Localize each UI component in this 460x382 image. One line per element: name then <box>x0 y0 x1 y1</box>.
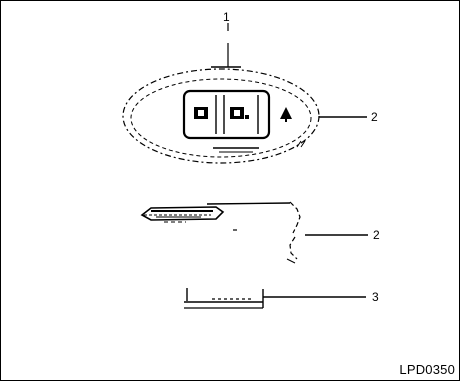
figure-code: LPD0350 <box>399 362 455 377</box>
mechanical-key <box>140 201 301 264</box>
unlock-button-icon <box>230 107 249 119</box>
callout-1: 1 <box>211 10 241 68</box>
intelligent-key-fob <box>122 68 320 164</box>
lock-button-icon <box>194 107 208 119</box>
key-number-plate <box>184 288 264 309</box>
callout-2-key: 2 <box>305 228 380 242</box>
callout-2-fob-number: 2 <box>371 110 378 124</box>
panic-button-icon <box>280 107 292 122</box>
callout-2-key-number: 2 <box>373 228 380 242</box>
callout-1-number: 1 <box>223 10 230 24</box>
callout-3-number: 3 <box>372 290 379 304</box>
callout-3: 3 <box>263 290 379 304</box>
callout-2-fob: 2 <box>319 110 378 124</box>
